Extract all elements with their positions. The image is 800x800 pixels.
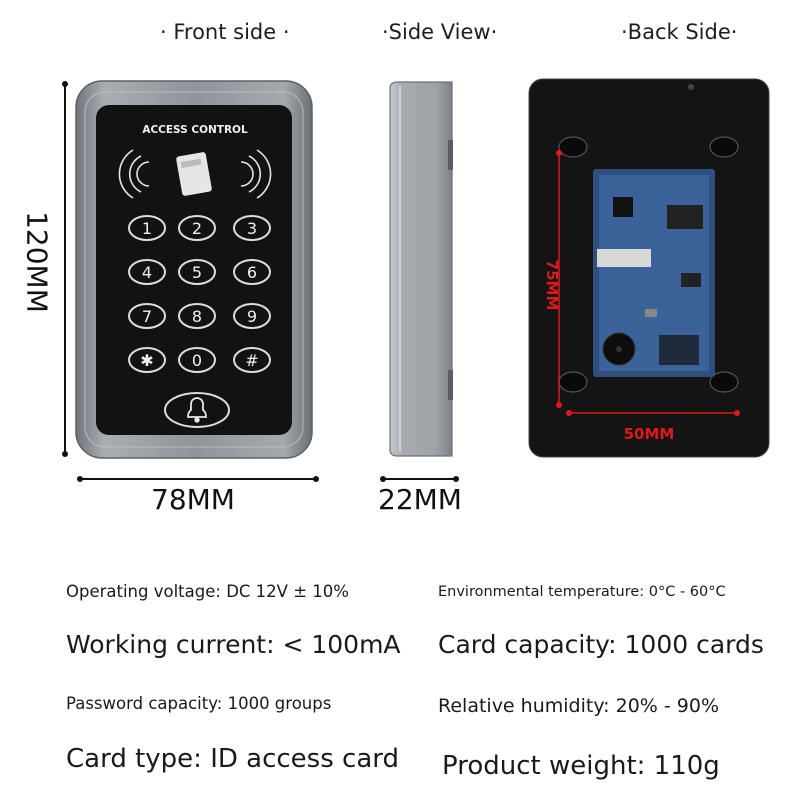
front-device: ACCESS CONTROL 1 2 3 4 5 6 7 8 9 ✱ 0 # [75,80,313,459]
pcb-height-label: 75MM [543,260,561,311]
svg-text:9: 9 [247,307,257,326]
card-icon [176,152,212,196]
back-view-label: ·Back Side· [621,20,738,44]
svg-text:7: 7 [142,307,152,326]
panel-title: ACCESS CONTROL [142,124,248,136]
key-star[interactable]: ✱ [128,347,166,373]
svg-text:6: 6 [247,263,257,282]
svg-text:0: 0 [192,351,202,370]
svg-text:3: 3 [247,219,257,238]
spec-password-capacity: Password capacity: 1000 groups [66,694,332,713]
side-device [389,81,453,457]
key-3[interactable]: 3 [233,215,271,241]
svg-text:5: 5 [192,263,202,282]
back-device: 75MM 50MM [528,78,770,458]
spec-temperature: Environmental temperature: 0°C - 60°C [438,584,726,600]
depth-dimension-line [380,476,459,482]
key-5[interactable]: 5 [178,259,216,285]
key-7[interactable]: 7 [128,303,166,329]
side-view-label: ·Side View· [382,20,498,44]
pcb-board [593,169,715,377]
bell-icon [187,397,207,423]
spec-card-capacity: Card capacity: 1000 cards [438,630,764,659]
key-6[interactable]: 6 [233,259,271,285]
width-dimension-label: 78MM [151,483,235,516]
key-8[interactable]: 8 [178,303,216,329]
spec-weight: Product weight: 110g [442,751,720,781]
svg-text:1: 1 [142,219,152,238]
spec-current: Working current: < 100mA [66,630,401,659]
spec-voltage: Operating voltage: DC 12V ± 10% [66,582,349,601]
spec-humidity: Relative humidity: 20% - 90% [438,695,720,717]
pcb-width-label: 50MM [624,425,675,443]
key-2[interactable]: 2 [178,215,216,241]
key-4[interactable]: 4 [128,259,166,285]
key-1[interactable]: 1 [128,215,166,241]
key-0[interactable]: 0 [178,347,216,373]
depth-dimension-label: 22MM [378,483,462,516]
key-hash[interactable]: # [233,347,271,373]
svg-text:8: 8 [192,307,202,326]
height-dimension-line [62,81,68,457]
spec-card-type: Card type: ID access card [66,744,399,774]
rfid-waves-icon [118,149,272,199]
svg-text:4: 4 [142,263,152,282]
keypad: 1 2 3 4 5 6 7 8 9 ✱ 0 # [128,215,271,373]
doorbell-button[interactable] [164,392,230,428]
svg-text:#: # [245,351,258,370]
front-view-label: · Front side · [160,20,290,44]
svg-text:✱: ✱ [140,351,153,370]
key-9[interactable]: 9 [233,303,271,329]
height-dimension-label: 120MM [20,211,54,313]
width-dimension-line [77,476,319,482]
svg-text:2: 2 [192,219,202,238]
